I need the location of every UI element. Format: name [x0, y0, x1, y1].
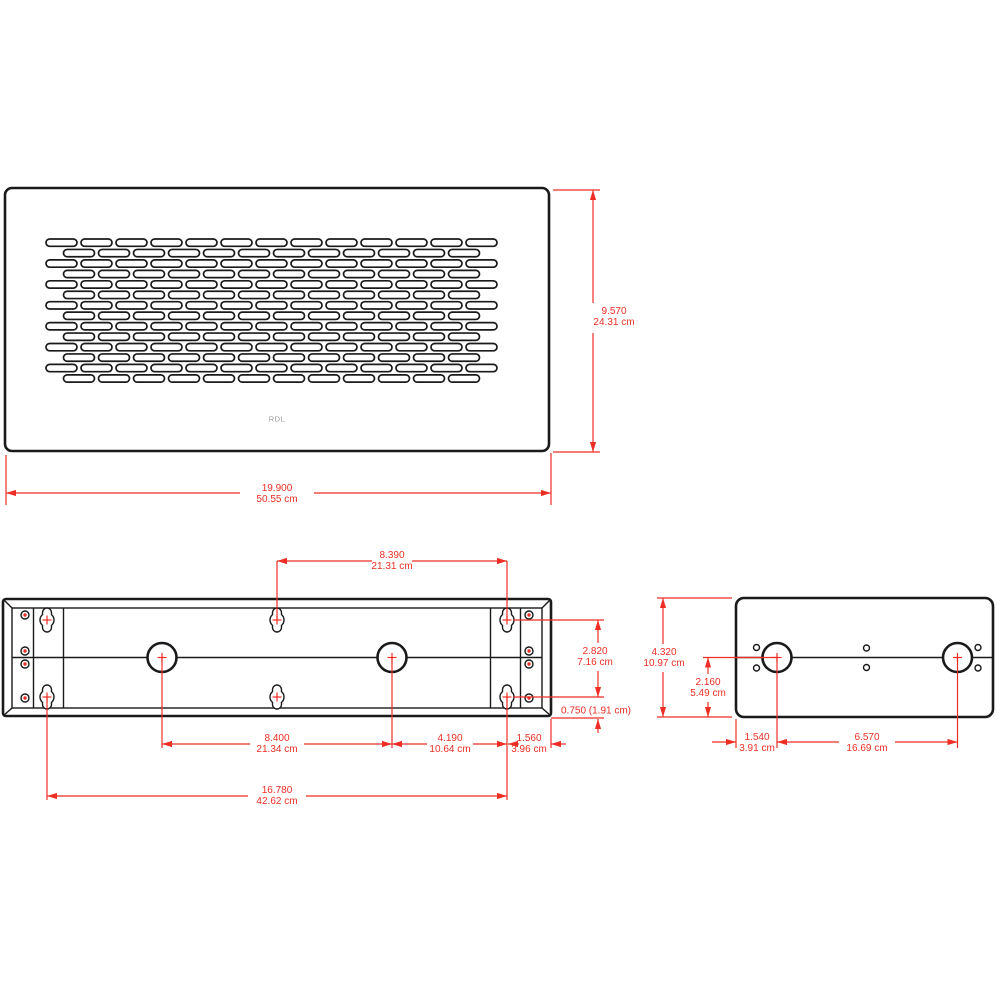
dim-rear-circle-spacing: 8.400 21.34 cm — [256, 733, 297, 755]
rear-view — [1, 597, 553, 718]
dim-cm: 5.49 cm — [690, 688, 726, 699]
side-dimension-lines — [657, 597, 963, 748]
dim-in: 4.320 — [651, 647, 677, 658]
dim-in: 8.400 — [264, 733, 290, 744]
side-view — [734, 596, 995, 719]
dim-front-height: 9.570 24.31 cm — [593, 306, 634, 328]
dim-cm: 10.97 cm — [643, 658, 685, 669]
dim-side-centerline-height: 2.160 5.49 cm — [690, 677, 726, 699]
dim-front-width: 19.900 50.55 cm — [256, 483, 297, 505]
brand-label: RDL — [268, 414, 286, 424]
dim-front-width-in: 19.900 — [261, 483, 293, 494]
dim-rear-circle-to-keyhole: 4.190 10.64 cm — [429, 733, 470, 755]
dim-side-edge-to-circle: 1.540 3.91 cm — [739, 732, 775, 754]
dim-rear-top-keyhole-span: 8.390 21.31 cm — [371, 550, 412, 572]
dim-side-height: 4.320 10.97 cm — [643, 647, 684, 669]
dim-front-height-cm: 24.31 cm — [593, 317, 635, 328]
dim-in: 4.190 — [437, 733, 463, 744]
dim-in: 1.560 — [516, 733, 542, 744]
dim-in: 8.390 — [379, 550, 405, 561]
dim-rear-keyhole-to-edge: 1.560 3.96 cm — [511, 733, 547, 755]
dim-rear-bottom-keyhole-span: 16.780 42.62 cm — [256, 785, 297, 807]
dim-in: 1.540 — [744, 732, 770, 743]
dim-cm: 16.69 cm — [846, 743, 888, 754]
dim-in: 16.780 — [261, 785, 293, 796]
front-panel-view — [3, 186, 551, 453]
dim-cm: 21.31 cm — [371, 561, 413, 572]
dim-cm: 21.34 cm — [256, 744, 298, 755]
dim-cm: 3.91 cm — [739, 743, 775, 754]
dim-cm: 3.96 cm — [511, 744, 547, 755]
dim-front-width-cm: 50.55 cm — [256, 494, 298, 505]
dim-rear-keyhole-row-spacing: 2.820 7.16 cm — [577, 646, 613, 668]
dim-combined: 0.750 (1.91 cm) — [560, 705, 632, 717]
rear-dimension-lines — [41, 557, 604, 800]
dim-rear-keyhole-edge-offset: 0.750 (1.91 cm) — [561, 706, 631, 717]
dim-in: 2.820 — [582, 646, 608, 657]
dim-side-circle-spacing: 6.570 16.69 cm — [846, 732, 887, 754]
rear-corner-chamfers — [2, 598, 552, 717]
dim-cm: 7.16 cm — [577, 657, 613, 668]
side-screw-holes — [752, 643, 982, 672]
dim-cm: 10.64 cm — [429, 744, 471, 755]
dim-cm: 42.62 cm — [256, 796, 298, 807]
dim-in: 2.160 — [695, 677, 721, 688]
front-panel-dimension-lines — [5, 189, 600, 505]
dim-front-height-in: 9.570 — [601, 306, 627, 317]
dim-in: 6.570 — [854, 732, 880, 743]
vent-grid — [45, 238, 498, 384]
